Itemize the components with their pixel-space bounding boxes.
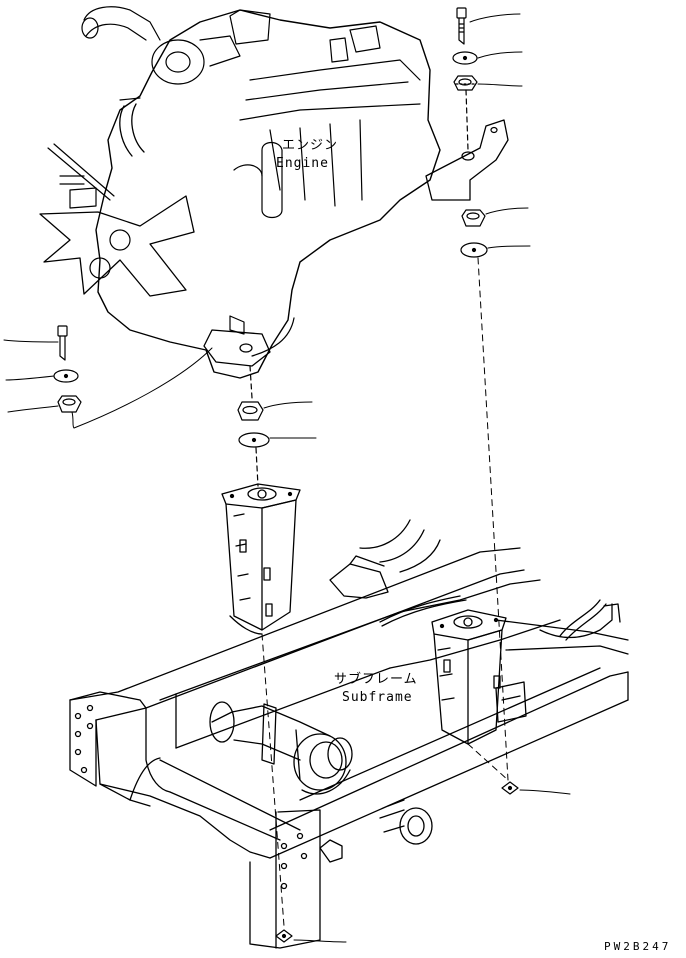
washer-left — [54, 370, 78, 382]
engine-label-jp: エンジン — [282, 138, 339, 153]
subframe-label-jp: サブフレーム — [334, 672, 418, 687]
leader-lines-middle — [264, 402, 316, 438]
subframe — [70, 520, 628, 948]
washer-top-right — [453, 52, 477, 64]
nut-middle — [238, 402, 263, 420]
engine-label-en: Engine — [276, 156, 329, 171]
washer-under-bracket — [461, 243, 487, 257]
leader-lines-right — [470, 14, 530, 248]
bolt-left — [58, 326, 67, 360]
bottom-bolt-left — [276, 930, 346, 942]
nut-top-right — [454, 76, 477, 90]
engine-assembly — [40, 7, 440, 378]
nut-under-bracket — [462, 210, 485, 226]
subframe-label-en: Subframe — [342, 690, 413, 705]
right-mount-post — [432, 610, 506, 744]
leader-lines-left — [4, 340, 212, 428]
nut-left — [58, 396, 81, 412]
alignment-lines — [262, 258, 508, 926]
bottom-bolt-right — [502, 782, 570, 794]
bolt-top-right — [457, 8, 466, 44]
left-mount-post — [222, 484, 300, 634]
drawing-code: PW2B247 — [604, 940, 672, 953]
washer-middle — [239, 433, 269, 447]
right-mount-bracket — [426, 120, 508, 200]
